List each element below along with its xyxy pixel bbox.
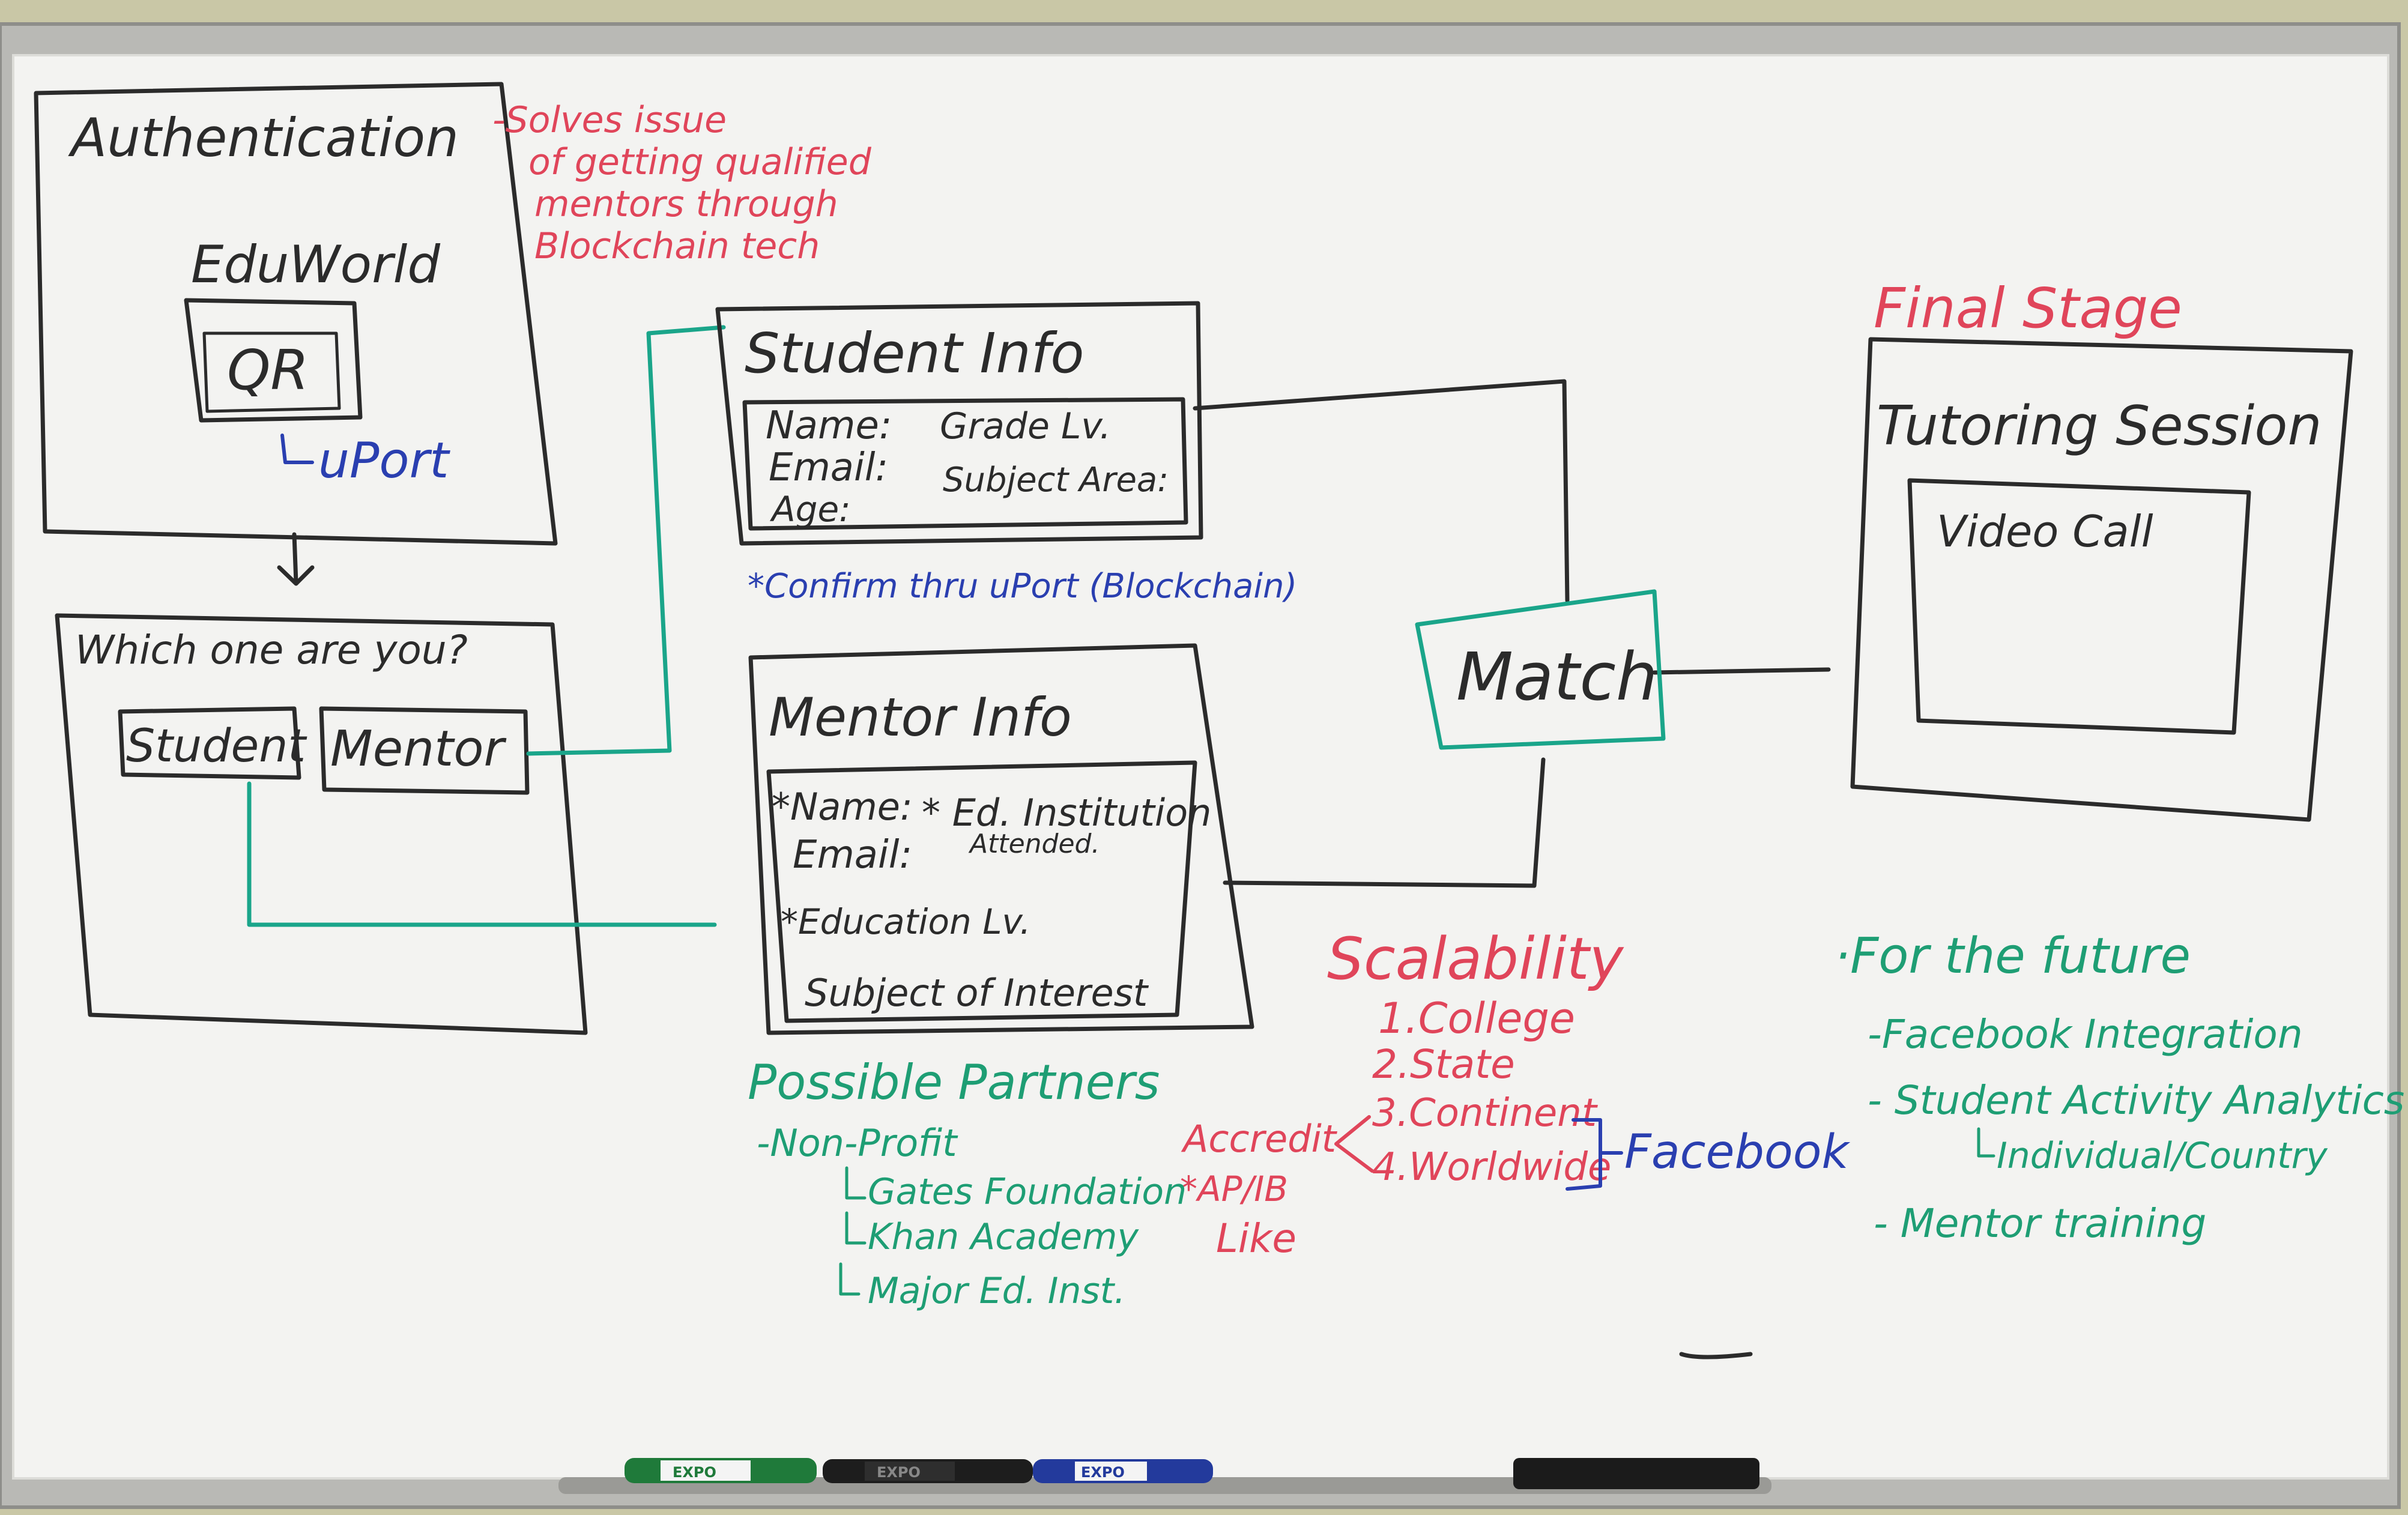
partner-branch-1 bbox=[845, 1166, 867, 1200]
partner-branch-2 bbox=[845, 1211, 867, 1245]
marker-label-black: EXPO bbox=[877, 1464, 921, 1481]
mentor-choice: Mentor bbox=[330, 721, 506, 778]
future-branch bbox=[1977, 1127, 1995, 1158]
mentor-info-title: Mentor Info bbox=[769, 686, 1072, 748]
partner-item-3: Major Ed. Inst. bbox=[868, 1270, 1125, 1312]
tutoring-session-title: Tutoring Session bbox=[1877, 395, 2322, 458]
solves-issue-note: -Solves issue of getting qualified mento… bbox=[492, 99, 872, 267]
match-to-session-line bbox=[1652, 667, 1831, 675]
down-arrow bbox=[277, 532, 315, 586]
which-one-question: Which one are you? bbox=[75, 627, 468, 673]
mentor-info-box bbox=[748, 643, 1254, 1035]
solves-line-2: of getting qualified bbox=[528, 141, 872, 183]
scalability-item-2: 2.State bbox=[1372, 1041, 1515, 1087]
student-field-subject: Subject Area: bbox=[943, 461, 1169, 500]
qr-label: QR bbox=[227, 338, 309, 402]
student-info-title: Student Info bbox=[745, 321, 1085, 386]
mentor-to-match-line bbox=[1223, 757, 1546, 888]
authentication-box bbox=[34, 82, 558, 546]
mentor-connector bbox=[526, 325, 726, 756]
mentor-field-attended: Attended. bbox=[968, 829, 1100, 859]
facebook-bracket bbox=[1566, 1118, 1623, 1191]
accredit-label: Accredit bbox=[1181, 1117, 1338, 1161]
mentor-field-email: Email: bbox=[793, 833, 912, 877]
stray-mark bbox=[1679, 1352, 1753, 1359]
future-mentor-training: - Mentor training bbox=[1874, 1200, 2206, 1247]
student-field-name: Name: bbox=[766, 404, 892, 448]
match-box bbox=[1415, 589, 1666, 750]
future-individual: Individual/Country bbox=[1997, 1135, 2328, 1177]
facebook-label: Facebook bbox=[1624, 1125, 1850, 1179]
student-to-match-line bbox=[1193, 379, 1570, 603]
apib-label: *AP/IB bbox=[1180, 1169, 1288, 1209]
final-stage-label: Final Stage bbox=[1874, 276, 2182, 340]
mentor-field-subject: Subject of Interest bbox=[805, 971, 1149, 1015]
marker-label-blue: EXPO bbox=[1081, 1464, 1125, 1481]
accredit-bracket bbox=[1334, 1115, 1374, 1173]
authentication-title: Authentication bbox=[68, 107, 459, 169]
scalability-title: Scalability bbox=[1327, 925, 1624, 993]
scalability-item-4: 4.Worldwide bbox=[1372, 1145, 1611, 1190]
future-title: ·For the future bbox=[1835, 928, 2191, 985]
blue-marker: EXPO bbox=[1033, 1459, 1213, 1483]
uport-label: uPort bbox=[318, 432, 450, 489]
student-field-grade: Grade Lv. bbox=[940, 405, 1111, 447]
confirm-uport-note: *Confirm thru uPort (Blockchain) bbox=[748, 567, 1297, 606]
solves-line-1: -Solves issue bbox=[492, 99, 727, 141]
partners-nonprofit: -Non-Profit bbox=[757, 1121, 958, 1165]
mentor-field-institution: * Ed. Institution bbox=[922, 791, 1211, 835]
eduworld-label: EduWorld bbox=[191, 235, 440, 295]
future-analytics: - Student Activity Analytics bbox=[1868, 1077, 2404, 1123]
green-marker: EXPO bbox=[625, 1458, 817, 1483]
partners-title: Possible Partners bbox=[748, 1054, 1160, 1110]
which-one-box bbox=[55, 613, 588, 1035]
tutoring-session-box bbox=[1850, 337, 2353, 822]
eraser bbox=[1513, 1458, 1759, 1489]
student-choice: Student bbox=[126, 719, 307, 772]
solves-line-3: mentors through bbox=[534, 183, 838, 225]
like-label: Like bbox=[1216, 1215, 1296, 1262]
partner-item-2: Khan Academy bbox=[868, 1216, 1139, 1258]
video-call-label: Video Call bbox=[1937, 506, 2153, 557]
student-field-age: Age: bbox=[769, 489, 851, 530]
partner-item-1: Gates Foundation bbox=[868, 1171, 1187, 1213]
board-surface bbox=[13, 55, 2388, 1478]
uport-arrow bbox=[280, 434, 314, 464]
student-info-box bbox=[715, 301, 1203, 546]
marker-label-green: EXPO bbox=[673, 1464, 716, 1481]
partner-branch-3 bbox=[839, 1262, 861, 1296]
scalability-item-3: 3.Continent bbox=[1372, 1091, 1599, 1135]
scalability-item-1: 1.College bbox=[1378, 994, 1575, 1043]
solves-line-4: Blockchain tech bbox=[534, 225, 820, 267]
match-label: Match bbox=[1456, 638, 1658, 715]
black-marker: EXPO bbox=[823, 1459, 1033, 1483]
mentor-field-education: *Education Lv. bbox=[781, 901, 1031, 942]
future-facebook-integration: -Facebook Integration bbox=[1868, 1011, 2303, 1057]
mentor-field-name: *Name: bbox=[772, 785, 913, 829]
student-field-email: Email: bbox=[769, 446, 888, 490]
student-connector bbox=[247, 781, 717, 927]
